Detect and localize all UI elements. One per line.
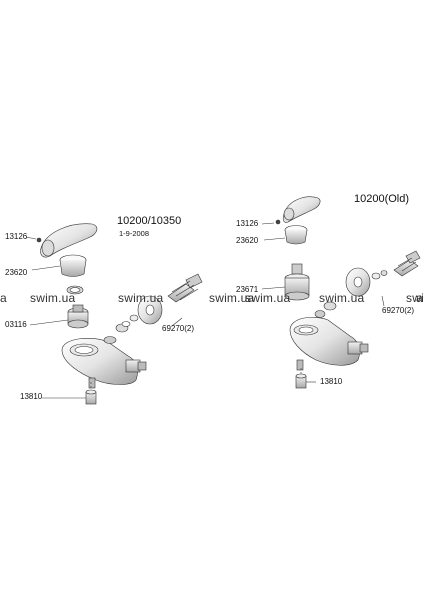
- leader-69270-left: [171, 317, 183, 327]
- leader-03116-left: [29, 319, 69, 326]
- lever-handle-right: [282, 196, 321, 223]
- cartridge-23671-right: [284, 263, 310, 301]
- watermark-text: swim.ua: [245, 291, 291, 305]
- part-label-13126-left: 13126: [5, 232, 28, 241]
- part-label-23620-right: 23620: [236, 236, 259, 245]
- leader-13126-left: [25, 236, 37, 240]
- cartridge-03116-left: [67, 304, 89, 329]
- watermark-text: swim.ua: [406, 291, 424, 305]
- watermark-text: a: [416, 291, 423, 305]
- part-label-13810-left: 13810: [20, 392, 43, 401]
- stopper-13810-left: [85, 382, 97, 405]
- eccentric-fitting-right: [393, 250, 421, 277]
- leader-69270-right: [381, 295, 385, 307]
- connector-parts-left: [103, 314, 139, 344]
- watermark-text: swim.ua: [209, 291, 255, 305]
- leader-13126-right: [261, 222, 275, 225]
- ring-left: [66, 285, 84, 295]
- eccentric-fitting-left: [167, 273, 203, 303]
- rosette-right: [345, 267, 388, 297]
- leader-23620-left: [31, 265, 61, 271]
- part-label-13810-right: 13810: [320, 377, 343, 386]
- part-label-03116-left: 03116: [5, 320, 27, 329]
- part-label-23620-left: 23620: [5, 268, 28, 277]
- screw-13126-left: [36, 237, 42, 243]
- diagram-title-right: 10200(Old): [354, 193, 410, 205]
- leader-23671-right: [261, 286, 286, 290]
- diagram-date-left: 1-9-2008: [119, 229, 150, 238]
- watermark-text: swim.ua: [319, 291, 365, 305]
- part-label-69270-left: 69270(2): [162, 324, 195, 333]
- watermark-text: swim.ua: [118, 291, 164, 305]
- mixer-body-left: [61, 337, 147, 389]
- diagram-title-left: 10200/10350: [117, 215, 182, 227]
- leader-23620-right: [263, 237, 286, 241]
- cap-23620-right: [284, 225, 308, 245]
- rosette-left: [137, 295, 163, 325]
- mixer-body-right: [289, 317, 369, 371]
- part-label-23671-right: 23671: [236, 285, 259, 294]
- watermark-text: swim.ua: [30, 291, 76, 305]
- stopper-13810-right: [295, 368, 307, 389]
- part-label-69270-right: 69270(2): [382, 306, 415, 315]
- screw-13126-right: [275, 219, 281, 225]
- watermark-text: a: [0, 291, 7, 305]
- cap-23620-left: [59, 254, 87, 277]
- lever-handle-left: [40, 223, 98, 258]
- part-label-13126-right: 13126: [236, 219, 259, 228]
- connector-parts-right: [314, 301, 337, 318]
